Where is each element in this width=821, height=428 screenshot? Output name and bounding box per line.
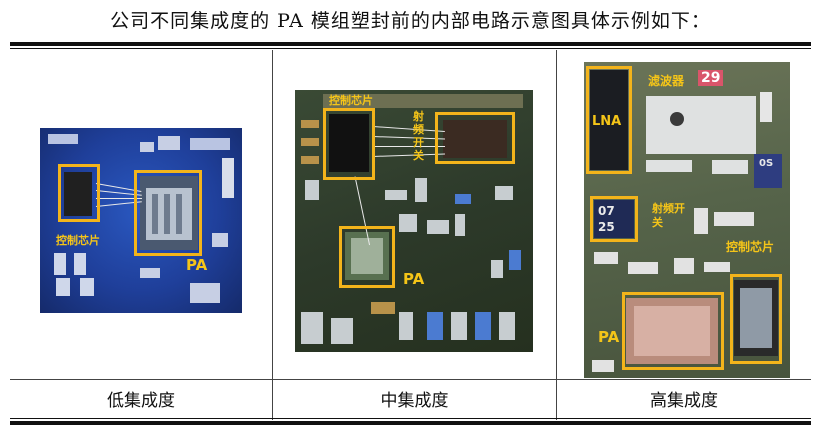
- caption-row-divider: [10, 379, 811, 380]
- mid-rf-switch-label: 射频开关: [413, 110, 424, 162]
- high-lna-label: LNA: [592, 114, 622, 129]
- high-board-number: 29: [698, 70, 724, 86]
- high-pa-label: PA: [598, 328, 620, 346]
- bottom-rule-thick: [10, 421, 811, 425]
- bottom-rule-thin: [10, 418, 811, 419]
- low-pa-label: PA: [186, 256, 208, 274]
- high-side-chip-marking: 0S: [759, 158, 774, 169]
- high-chip-marking-1: 07: [598, 204, 615, 218]
- top-rule-thick: [10, 42, 811, 46]
- high-control-chip-label: 控制芯片: [726, 240, 775, 254]
- top-rule-thin: [10, 48, 811, 49]
- medium-integration-board-image: 控制芯片 射频开关 PA: [295, 90, 533, 352]
- mid-pa-label: PA: [403, 270, 425, 288]
- caption-high-integration: 高集成度: [650, 391, 718, 411]
- column-divider-1: [272, 50, 273, 420]
- high-rf-switch-label: 射频开关: [652, 202, 685, 229]
- high-integration-board-image: LNA 滤波器 29 0S 07 25 射频开关 控制芯片 PA: [584, 62, 790, 378]
- low-control-chip-label: 控制芯片: [56, 234, 100, 247]
- high-filter-label: 滤波器: [648, 74, 685, 88]
- column-divider-2: [556, 50, 557, 420]
- high-chip-marking-2: 25: [598, 220, 615, 234]
- page-title: 公司不同集成度的 PA 模组塑封前的内部电路示意图具体示例如下：: [110, 10, 711, 32]
- low-integration-board-image: 控制芯片 PA: [40, 128, 242, 313]
- caption-medium-integration: 中集成度: [380, 391, 449, 411]
- caption-low-integration: 低集成度: [107, 391, 175, 411]
- mid-control-chip-label: 控制芯片: [329, 94, 373, 107]
